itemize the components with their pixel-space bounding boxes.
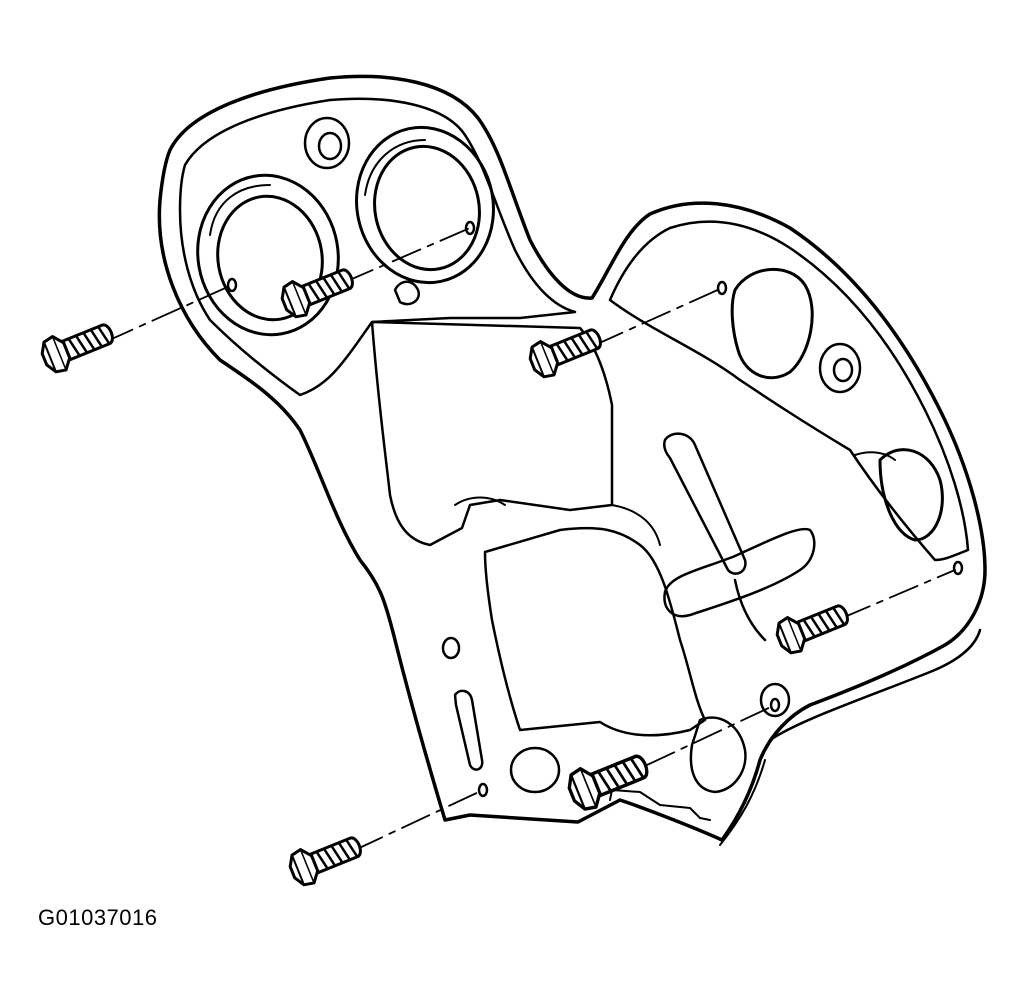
hole-marks xyxy=(226,220,964,798)
top-boss-hole xyxy=(303,116,351,170)
recess-edge-2 xyxy=(454,496,506,506)
left-bore xyxy=(196,173,340,337)
cover-outer-outline xyxy=(157,74,987,842)
right-bore xyxy=(730,268,944,542)
lower-lip xyxy=(689,716,747,794)
bolt-3 xyxy=(524,319,608,383)
bolt-1 xyxy=(36,314,120,378)
lower-right-hole xyxy=(759,682,791,718)
t-rib-vertical xyxy=(662,432,747,575)
lower-slot xyxy=(453,689,484,771)
figure-code-label: G01037016 xyxy=(38,905,158,930)
t-rib-stem xyxy=(733,578,767,642)
bolt-5 xyxy=(562,743,655,816)
bolt-6 xyxy=(284,827,368,891)
center-bore xyxy=(355,125,495,285)
lower-edge-flange-2 xyxy=(719,759,766,846)
bolt-centerlines xyxy=(104,227,956,851)
bolt-4 xyxy=(771,595,855,659)
cover-inner-rim-right xyxy=(608,220,970,562)
recess-edge xyxy=(611,504,661,546)
bore-slot xyxy=(393,280,421,306)
central-recess-lower xyxy=(483,526,707,737)
cover-inner-rim-left xyxy=(178,97,577,397)
t-rib-horizontal xyxy=(663,527,816,618)
central-recess-upper xyxy=(370,320,614,547)
lower-pocket xyxy=(509,746,561,794)
lower-edge-flange xyxy=(768,628,982,742)
small-hole-left xyxy=(441,636,461,660)
